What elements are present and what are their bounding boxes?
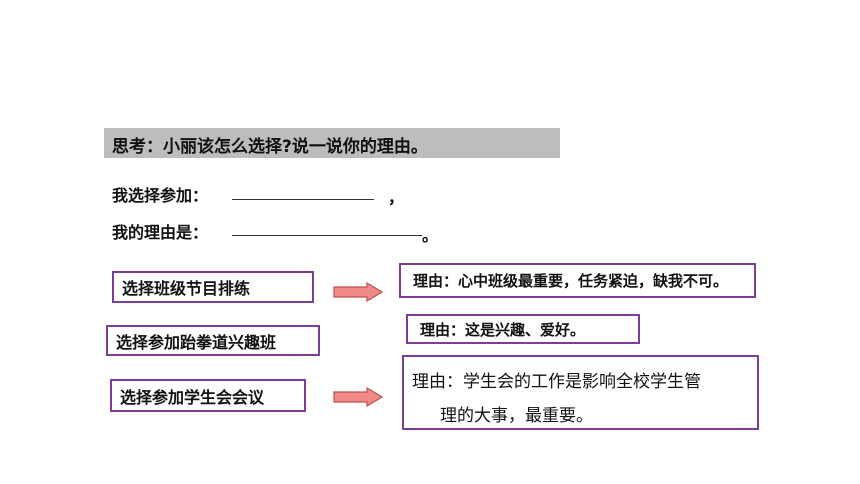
arrow-right-icon [333, 387, 383, 407]
reason-box-student-union: 理由：学生会的工作是影响全校学生管 理的大事，最重要。 [402, 355, 759, 430]
question-text: 思考：小丽该怎么选择?说一说你的理由。 [112, 137, 428, 157]
reason-text-line1: 理由：学生会的工作是影响全校学生管 [412, 372, 701, 392]
choice-label: 选择班级节目排练 [122, 279, 251, 298]
choice-box-taekwondo: 选择参加跆拳道兴趣班 [106, 325, 320, 356]
reason-text: 理由：这是兴趣、爱好。 [420, 320, 586, 339]
reason-box-taekwondo: 理由：这是兴趣、爱好。 [406, 314, 640, 344]
reason-blank-line [232, 235, 422, 236]
choice-box-class-rehearsal: 选择班级节目排练 [112, 271, 314, 303]
reason-text: 理由：心中班级最重要，任务紧迫，缺我不可。 [413, 272, 729, 290]
choice-blank-line [232, 199, 374, 200]
reason-text-line2: 理的大事，最重要。 [440, 406, 593, 426]
choice-prompt-end: ， [388, 188, 405, 207]
arrow-right-icon [333, 282, 383, 302]
choice-label: 选择参加跆拳道兴趣班 [116, 332, 277, 352]
choice-label: 选择参加学生会会议 [120, 387, 265, 407]
reason-prompt-label: 我的理由是： [112, 223, 209, 242]
reason-box-class-rehearsal: 理由：心中班级最重要，任务紧迫，缺我不可。 [399, 263, 756, 298]
choice-box-student-union: 选择参加学生会会议 [110, 379, 306, 412]
reason-prompt-end: 。 [422, 226, 439, 245]
choice-prompt-label: 我选择参加： [112, 186, 209, 205]
question-banner: 思考：小丽该怎么选择?说一说你的理由。 [104, 128, 560, 158]
